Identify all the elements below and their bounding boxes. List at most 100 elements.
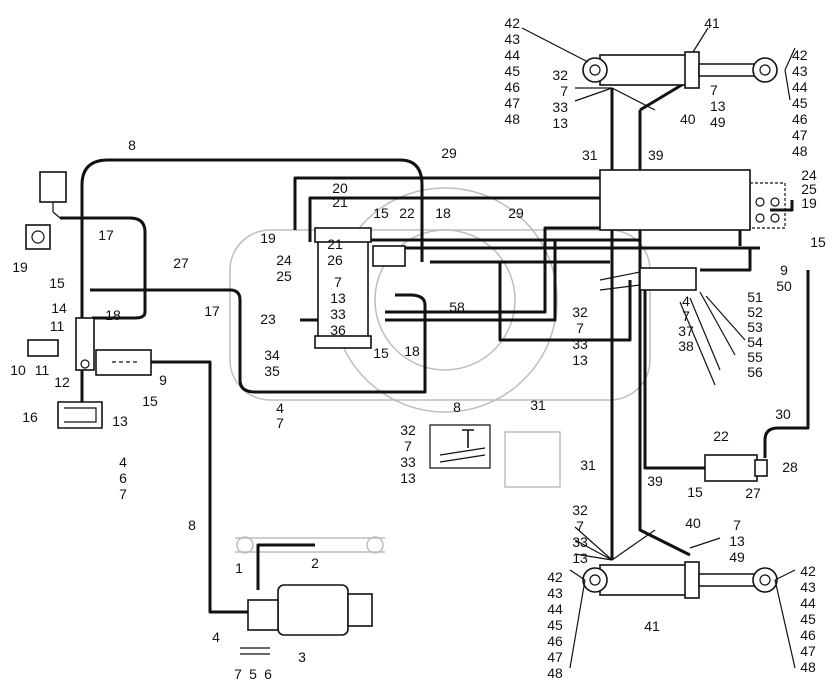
part-label: 55 bbox=[747, 349, 763, 365]
part-label: 27 bbox=[173, 255, 189, 271]
pump-head bbox=[247, 599, 279, 631]
part-label: 40 bbox=[680, 111, 696, 127]
part-label: 25 bbox=[276, 268, 292, 284]
part-label: 15 bbox=[687, 484, 703, 500]
part-label: 29 bbox=[508, 205, 524, 221]
part-label: 49 bbox=[729, 549, 745, 565]
part-label: 17 bbox=[204, 303, 220, 319]
part-label: 17 bbox=[98, 227, 114, 243]
part-label: 7 bbox=[710, 82, 718, 98]
part-label: 8 bbox=[128, 137, 136, 153]
part-label: 13 bbox=[572, 352, 588, 368]
part-label: 45 bbox=[800, 611, 816, 627]
part-label: 37 bbox=[678, 323, 694, 339]
part-label: 14 bbox=[51, 300, 67, 316]
part-label: 13 bbox=[710, 98, 726, 114]
part-label: 22 bbox=[713, 428, 729, 444]
part-label: 32 bbox=[572, 304, 588, 320]
part-label: 2 bbox=[311, 555, 319, 571]
part-label: 56 bbox=[747, 364, 763, 380]
part-label: 34 bbox=[264, 347, 280, 363]
part-label: 43 bbox=[504, 31, 520, 47]
part-label: 33 bbox=[400, 454, 416, 470]
part-label: 41 bbox=[704, 15, 720, 31]
part-label: 7 bbox=[334, 274, 342, 290]
part-label: 28 bbox=[782, 459, 798, 475]
part-label: 33 bbox=[572, 336, 588, 352]
part-label: 15 bbox=[142, 393, 158, 409]
part-label: 4 bbox=[682, 293, 690, 309]
part-label: 19 bbox=[801, 195, 817, 211]
part-label: 31 bbox=[530, 397, 546, 413]
part-label: 1 bbox=[235, 560, 243, 576]
part-label: 43 bbox=[800, 579, 816, 595]
part-label: 8 bbox=[188, 517, 196, 533]
part-label: 13 bbox=[330, 290, 346, 306]
part-label: 15 bbox=[810, 234, 826, 250]
part-label: 44 bbox=[504, 47, 520, 63]
part-label: 42 bbox=[547, 569, 563, 585]
part-label: 45 bbox=[504, 63, 520, 79]
part-label: 31 bbox=[582, 147, 598, 163]
part-label: 7 bbox=[234, 666, 242, 682]
part-label: 9 bbox=[159, 372, 167, 388]
part-label: 35 bbox=[264, 363, 280, 379]
part-label: 7 bbox=[682, 308, 690, 324]
part-label: 51 bbox=[747, 289, 763, 305]
distributor-block bbox=[75, 317, 95, 371]
part-label: 48 bbox=[504, 111, 520, 127]
part-label: 45 bbox=[547, 617, 563, 633]
part-label: 10 bbox=[10, 362, 26, 378]
control-valve-block bbox=[317, 231, 369, 345]
part-label: 36 bbox=[330, 322, 346, 338]
part-label: 30 bbox=[775, 406, 791, 422]
part-label: 6 bbox=[264, 666, 272, 682]
part-label: 9 bbox=[780, 262, 788, 278]
part-label: 13 bbox=[400, 470, 416, 486]
part-label: 46 bbox=[800, 627, 816, 643]
part-label: 24 bbox=[801, 167, 817, 183]
part-label: 18 bbox=[435, 205, 451, 221]
part-label: 44 bbox=[800, 595, 816, 611]
right-frame bbox=[599, 169, 751, 231]
part-label: 4 bbox=[212, 629, 220, 645]
part-label: 6 bbox=[119, 470, 127, 486]
part-label: 8 bbox=[453, 399, 461, 415]
part-label: 11 bbox=[50, 318, 65, 334]
part-label: 42 bbox=[504, 15, 520, 31]
part-label: 21 bbox=[332, 194, 348, 210]
part-label: 39 bbox=[648, 147, 664, 163]
part-label: 42 bbox=[792, 47, 808, 63]
part-label: 22 bbox=[399, 205, 415, 221]
part-label: 47 bbox=[547, 649, 563, 665]
part-label: 46 bbox=[792, 111, 808, 127]
part-label: 7 bbox=[276, 415, 284, 431]
part-label: 7 bbox=[576, 320, 584, 336]
part-label: 45 bbox=[792, 95, 808, 111]
part-label: 48 bbox=[547, 665, 563, 681]
part-label: 54 bbox=[747, 334, 763, 350]
part-label: 47 bbox=[504, 95, 520, 111]
part-label: 50 bbox=[776, 278, 792, 294]
part-label: 13 bbox=[112, 413, 128, 429]
part-label: 39 bbox=[647, 473, 663, 489]
part-label: 24 bbox=[276, 252, 292, 268]
part-label: 15 bbox=[373, 205, 389, 221]
part-label: 49 bbox=[710, 114, 726, 130]
part-label: 19 bbox=[12, 259, 28, 275]
part-label: 33 bbox=[572, 534, 588, 550]
part-label: 15 bbox=[373, 345, 389, 361]
part-label: 3 bbox=[298, 649, 306, 665]
part-label: 58 bbox=[449, 299, 465, 315]
part-label: 21 bbox=[327, 236, 343, 252]
part-label: 32 bbox=[552, 67, 568, 83]
part-label: 53 bbox=[747, 319, 763, 335]
part-label: 29 bbox=[441, 145, 457, 161]
part-label: 11 bbox=[35, 362, 50, 378]
bolt-group bbox=[27, 339, 59, 357]
part-label: 7 bbox=[576, 518, 584, 534]
part-label: 7 bbox=[733, 517, 741, 533]
part-label: 52 bbox=[747, 304, 763, 320]
part-label: 4 bbox=[119, 454, 127, 470]
